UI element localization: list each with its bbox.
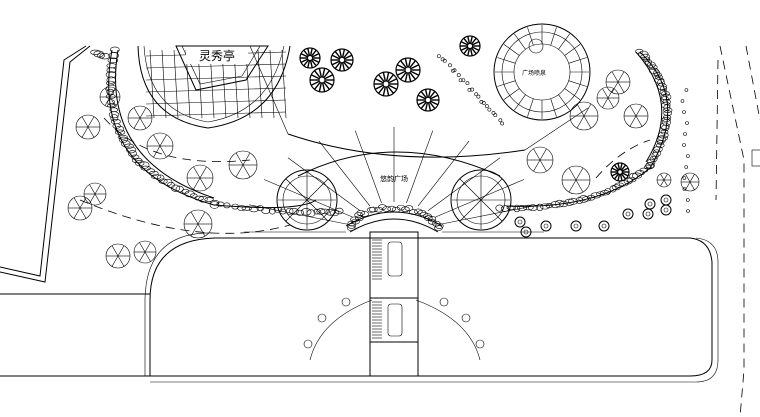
pavilion-label: 灵秀亭	[199, 48, 235, 63]
entrance-walkway	[370, 232, 418, 376]
fountain-label: 广场喷泉	[522, 69, 546, 77]
round-fountain-right	[451, 170, 511, 230]
garden-arc-paths	[80, 46, 668, 233]
bushes	[515, 195, 671, 237]
round-fountain-left	[277, 170, 337, 230]
hedge-row	[437, 55, 689, 213]
plaza-label: 悠韵广场	[380, 174, 408, 183]
lower-arch-path	[304, 298, 484, 360]
